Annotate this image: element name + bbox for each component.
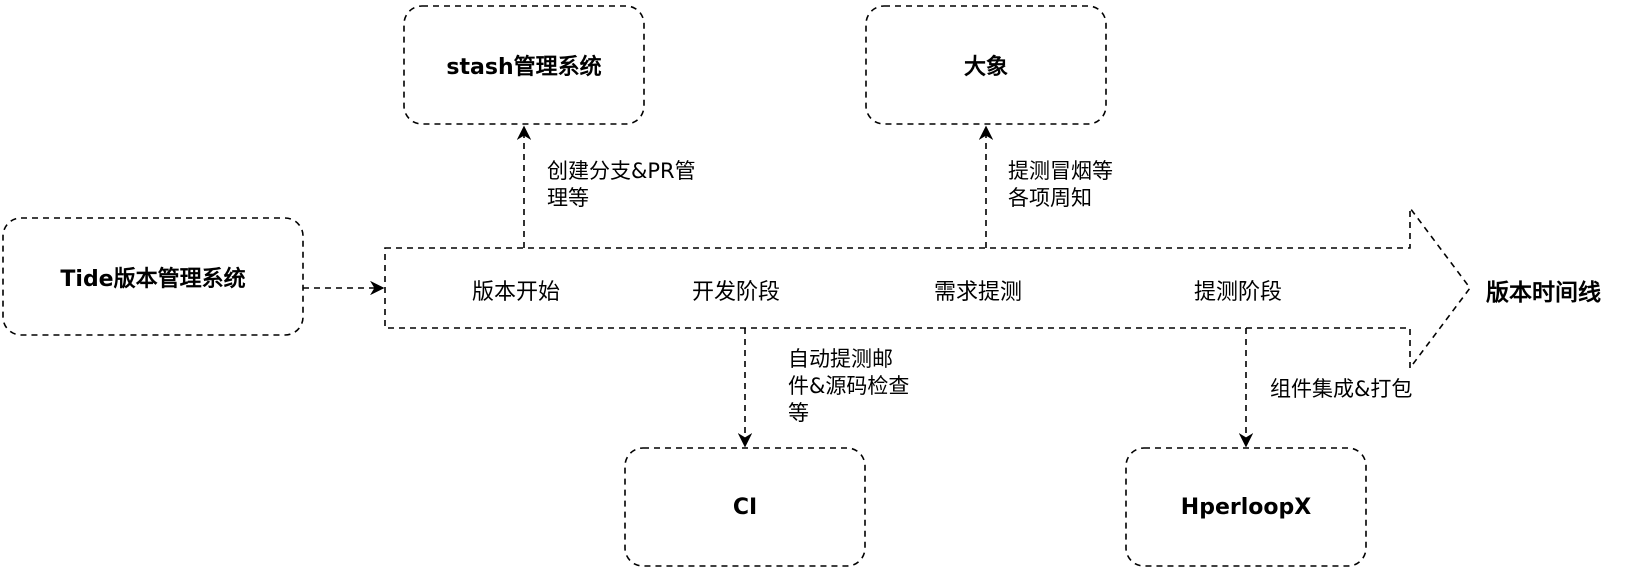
edge-label-to-daxiang: 提测冒烟等 各项周知: [1008, 158, 1113, 212]
daxiang-node-box: [865, 5, 1107, 125]
stash-node-box: [403, 5, 645, 125]
ci-node-box: [624, 447, 866, 567]
timeline-label: 版本时间线: [1486, 280, 1601, 306]
stage-version-start: 版本开始: [472, 280, 561, 305]
edge-label-to-ci: 自动提测邮 件&源码检查 等: [788, 346, 909, 427]
tide-node-box: [2, 217, 304, 336]
stage-requirement-test: 需求提测: [934, 280, 1023, 305]
edge-label-line: 件&源码检查: [788, 374, 910, 398]
daxiang-node-label: 大象: [963, 55, 1008, 80]
stash-node-label: stash管理系统: [446, 55, 602, 80]
hyperloop-node-label: HperloopX: [1180, 494, 1312, 520]
edge-label-line: 各项周知: [1008, 186, 1092, 210]
timeline-arrow-shape: [384, 205, 1471, 371]
stage-testing: 提测阶段: [1194, 280, 1283, 305]
ci-node: CI: [625, 448, 865, 566]
edge-label-line: 理等: [547, 186, 589, 210]
tide-node-label: Tide版本管理系统: [60, 266, 246, 292]
edge-label-to-hyperloop: 组件集成&打包: [1270, 376, 1412, 403]
edge-label-line: 组件集成&打包: [1270, 377, 1413, 401]
edge-label-line: 自动提测邮: [788, 347, 893, 371]
edge-label-line: 提测冒烟等: [1008, 159, 1113, 183]
edge-label-to-stash: 创建分支&PR管 理等: [547, 158, 696, 212]
stage-development: 开发阶段: [692, 280, 781, 305]
tide-node: Tide版本管理系统: [3, 218, 303, 335]
edge-label-line: 创建分支&PR管: [547, 159, 696, 183]
hyperloop-node-box: [1125, 447, 1367, 567]
hyperloop-node: HperloopX: [1126, 448, 1366, 566]
edge-label-line: 等: [788, 401, 809, 425]
daxiang-node: 大象: [866, 6, 1106, 124]
ci-node-label: CI: [732, 494, 758, 520]
stash-node: stash管理系统: [404, 6, 644, 124]
